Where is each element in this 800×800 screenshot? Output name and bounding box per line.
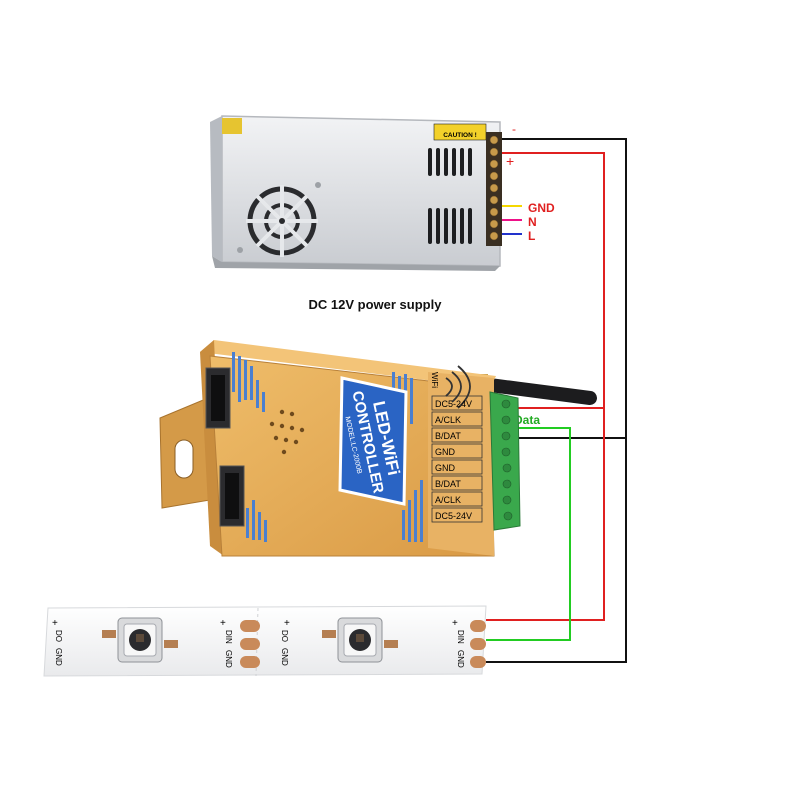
solder-pads-middle — [240, 620, 260, 668]
solder-pads-end — [470, 620, 486, 668]
psu-terminal-block — [486, 132, 502, 246]
black-wire — [486, 138, 627, 663]
controller-pin-labels: DC5-24V A/CLK B/DAT GND GND B/DAT A/CLK … — [431, 395, 483, 523]
pin-label-1: DC5-24V — [435, 399, 472, 409]
pin-label-7: A/CLK — [435, 495, 461, 505]
pin-label-5: GND — [435, 463, 456, 473]
controller-label-panel: LED-WiFi CONTROLLER MODEL:LC-2000B — [338, 376, 408, 506]
pin-label-4: GND — [435, 447, 456, 457]
pin-label-2: A/CLK — [435, 415, 461, 425]
strip-gnd-1: GND — [54, 648, 63, 666]
data-label: Data — [514, 413, 540, 427]
mount-hole — [174, 439, 194, 479]
strip-plus-2: + — [220, 618, 226, 629]
psu-plus-label: + — [506, 153, 514, 169]
led-chip-1 — [102, 617, 178, 663]
led-chip-2 — [322, 617, 398, 663]
strip-dout-1: DO — [54, 630, 63, 642]
antenna — [475, 377, 597, 405]
pin-label-8: DC5-24V — [435, 511, 472, 521]
controller-terminal-block — [489, 391, 521, 531]
psu-warning-sticker — [222, 118, 242, 134]
led-strip: + DO GND + DIN GND + DO GND + DIN GND — [43, 605, 487, 677]
psu-l-label: L — [528, 229, 535, 243]
wifi-icon — [445, 365, 471, 409]
strip-gnd-2: GND — [224, 650, 233, 668]
vent-slots-bottom — [428, 208, 472, 244]
strip-gnd-3: GND — [280, 648, 289, 666]
strip-plus-4: + — [452, 618, 458, 629]
red-wire — [486, 152, 605, 621]
strip-plus-1: + — [52, 618, 58, 629]
strip-dout-3: DO — [280, 630, 289, 642]
psu-caption: DC 12V power supply — [308, 297, 442, 312]
wifi-label: WiFi — [430, 372, 439, 388]
strip-plus-3: + — [284, 618, 290, 629]
psu-n-label: N — [528, 215, 537, 229]
pin-label-3: B/DAT — [435, 431, 461, 441]
pin-label-6: B/DAT — [435, 479, 461, 489]
wifi-controller: LED-WiFi CONTROLLER MODEL:LC-2000B WiFi … — [159, 340, 597, 557]
psu-minus-label: - — [512, 122, 516, 136]
strip-din-4: DIN — [456, 630, 465, 644]
psu-gnd-label: GND — [528, 201, 555, 215]
wires — [486, 138, 627, 663]
strip-gnd-4: GND — [456, 650, 465, 668]
speaker-grille — [269, 409, 305, 455]
power-supply: CAUTION ! — [210, 115, 502, 271]
caution-label: CAUTION ! — [443, 132, 477, 139]
strip-din-2: DIN — [224, 630, 233, 644]
vent-slots-top — [428, 148, 472, 176]
green-data-wire — [486, 427, 571, 641]
